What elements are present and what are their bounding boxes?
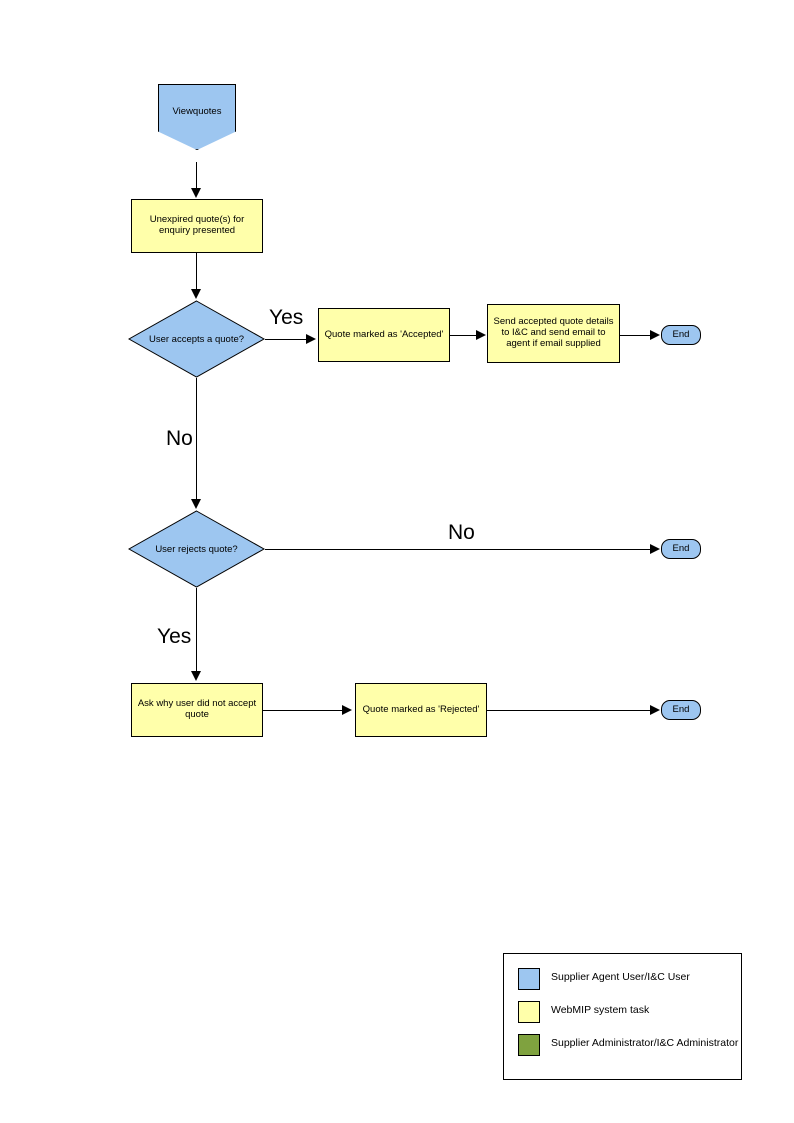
legend-label-webmip-system-task: WebMIP system task <box>551 1004 650 1016</box>
connector-unexpired-to-decision-accept <box>196 253 197 291</box>
legend: Supplier Agent User/I&C User WebMIP syst… <box>503 953 742 1080</box>
connector-send-to-end1 <box>620 335 655 336</box>
node-decision-user-rejects[interactable]: User rejects quote? <box>127 510 266 588</box>
node-end-3[interactable]: End <box>661 700 701 720</box>
legend-label-supplier-administrator: Supplier Administrator/I&C Administrator <box>551 1037 739 1049</box>
arrowhead-to-send <box>476 330 486 340</box>
node-quote-marked-rejected-label: Quote marked as 'Rejected' <box>362 703 480 715</box>
legend-swatch-green <box>518 1034 540 1056</box>
node-ask-why-label: Ask why user did not accept quote <box>137 698 257 720</box>
edge-label-accept-yes: Yes <box>269 306 304 329</box>
node-quote-marked-accepted[interactable]: Quote marked as 'Accepted' <box>318 308 450 362</box>
edge-label-accept-no: No <box>166 427 193 450</box>
connector-askwhy-to-rejected <box>263 710 343 711</box>
connector-accept-yes <box>265 339 309 340</box>
arrowhead-to-decision-accept <box>191 289 201 299</box>
node-quote-marked-rejected[interactable]: Quote marked as 'Rejected' <box>355 683 487 737</box>
node-send-accepted-details-label: Send accepted quote details to I&C and s… <box>493 316 614 349</box>
connector-accept-no <box>196 378 197 502</box>
legend-item-supplier-administrator: Supplier Administrator/I&C Administrator <box>518 1034 741 1056</box>
edge-label-reject-no: No <box>448 521 475 544</box>
edge-label-reject-yes: Yes <box>157 625 192 648</box>
arrowhead-reject-no <box>650 544 660 554</box>
arrowhead-accept-no <box>191 499 201 509</box>
node-start-viewquotes[interactable]: Viewquotes <box>158 84 236 150</box>
decision-diamond-shape-2 <box>127 510 266 588</box>
connector-reject-yes <box>196 588 197 674</box>
node-quote-marked-accepted-label: Quote marked as 'Accepted' <box>324 328 444 340</box>
arrowhead-to-end3 <box>650 705 660 715</box>
legend-label-supplier-agent-user: Supplier Agent User/I&C User <box>551 971 690 983</box>
arrowhead-accept-yes <box>306 334 316 344</box>
node-end-2[interactable]: End <box>661 539 701 559</box>
node-ask-why[interactable]: Ask why user did not accept quote <box>131 683 263 737</box>
node-start-label: Viewquotes <box>172 106 222 117</box>
arrowhead-reject-yes <box>191 671 201 681</box>
arrowhead-to-rejected <box>342 705 352 715</box>
node-end-3-label: End <box>672 703 690 715</box>
arrowhead-to-unexpired <box>191 188 201 198</box>
legend-item-supplier-agent-user: Supplier Agent User/I&C User <box>518 968 741 990</box>
legend-item-webmip-system-task: WebMIP system task <box>518 1001 741 1023</box>
node-send-accepted-details[interactable]: Send accepted quote details to I&C and s… <box>487 304 620 363</box>
node-unexpired-quotes[interactable]: Unexpired quote(s) for enquiry presented <box>131 199 263 253</box>
decision-diamond-shape <box>127 300 266 378</box>
node-decision-user-accepts[interactable]: User accepts a quote? <box>127 300 266 378</box>
node-end-2-label: End <box>672 542 690 554</box>
node-end-1[interactable]: End <box>661 325 701 345</box>
node-end-1-label: End <box>672 328 690 340</box>
connector-reject-no <box>265 549 655 550</box>
arrowhead-to-end1 <box>650 330 660 340</box>
connector-accepted-to-send <box>450 335 480 336</box>
connector-rejected-to-end3 <box>487 710 655 711</box>
legend-swatch-yellow <box>518 1001 540 1023</box>
legend-swatch-blue <box>518 968 540 990</box>
connector-start-to-unexpired <box>196 162 197 192</box>
node-unexpired-quotes-label: Unexpired quote(s) for enquiry presented <box>149 214 245 236</box>
